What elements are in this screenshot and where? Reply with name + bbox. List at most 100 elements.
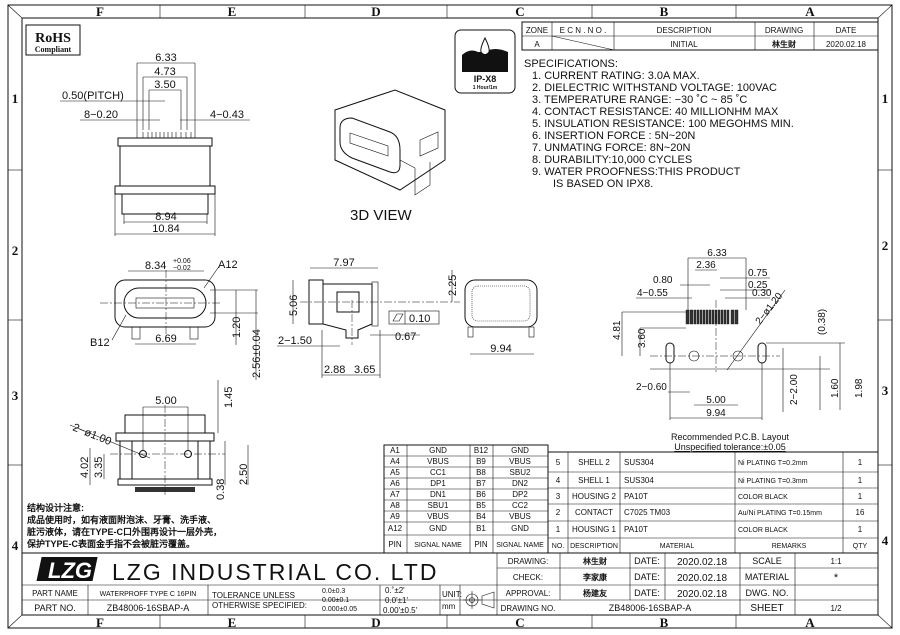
spec-item: 6. INSERTION FORCE : 5N~20N <box>532 130 695 142</box>
signal-name: VBUS <box>509 457 531 466</box>
date-label: DATE: <box>634 556 660 566</box>
item-no: 1 <box>556 525 561 534</box>
pin-id: B8 <box>476 468 486 477</box>
pcb-layout: 6.33 2.36 0.80 0.75 0.25 0.30 4−0.55 2−ø… <box>612 248 865 452</box>
tolerance-linear: 0.00±0.1 <box>322 597 349 604</box>
projection-symbol-icon <box>463 591 495 609</box>
water-drop-icon <box>480 36 490 55</box>
dim-tolerance: −0.02 <box>173 265 191 272</box>
pin-label-a12: A12 <box>218 259 238 271</box>
item-remarks: Ni PLATING T=0.3mm <box>738 478 808 485</box>
rev-header-drawing: DRAWING <box>765 26 803 35</box>
scale-label: SCALE <box>752 556 782 566</box>
signal-name: VBUS <box>427 512 449 521</box>
note-line: 保护TYPE-C表面金手指不会被脏污覆盖。 <box>26 538 195 549</box>
ip-badge-subtitle: 1 Hour/1m <box>473 85 498 91</box>
sheet-label: SHEET <box>750 603 783 614</box>
pin-id: B7 <box>476 479 486 488</box>
zone-col-e: E <box>228 615 237 630</box>
unit-label: UNIT: <box>442 590 462 599</box>
zone-col-d: D <box>371 4 380 19</box>
dim-label: 8−0.20 <box>84 109 118 121</box>
rev-zone: A <box>534 40 540 49</box>
item-material: SUS304 <box>624 458 654 467</box>
note-line: 脏污液体，请在TYPE-C口外围再设计一层外壳， <box>27 526 222 537</box>
item-no: 5 <box>556 458 561 467</box>
dim-label: 2.25 <box>447 275 459 296</box>
signal-name: GND <box>511 524 529 533</box>
dim-label: 6.33 <box>155 52 176 64</box>
dim-label: 4.02 <box>79 457 91 478</box>
pin-id: B4 <box>476 512 486 521</box>
zone-row-1: 1 <box>12 91 19 106</box>
zone-labels-bottom: F E D C B A <box>96 615 815 630</box>
zone-col-d: D <box>371 615 380 630</box>
dim-label: 0.30 <box>752 288 772 299</box>
spec-title: SPECIFICATIONS: <box>524 58 618 70</box>
drawing-by: 林生财 <box>583 556 607 566</box>
dim-label: 9.94 <box>490 343 511 355</box>
rev-header-description: DESCRIPTION <box>657 26 712 35</box>
date-label: DATE: <box>634 572 660 582</box>
dim-label: 2−0.60 <box>636 382 667 393</box>
zone-row-1: 1 <box>882 91 889 106</box>
signal-name: VBUS <box>509 512 531 521</box>
revision-block: ZONE E C N . N O . DESCRIPTION DRAWING D… <box>521 21 879 51</box>
zone-col-e: E <box>228 4 237 19</box>
tolerance-label: OTHERWISE SPECIFIED: <box>212 601 307 610</box>
bom-header: QTY <box>853 543 868 550</box>
dim-label: 3.50 <box>154 79 175 91</box>
zone-labels-sides: 1 2 3 4 1 2 3 4 <box>12 91 889 553</box>
item-qty: 1 <box>858 492 863 501</box>
item-remarks: Ni PLATING T=0.2mm <box>738 460 808 467</box>
spec-item: 2. DIELECTRIC WITHSTAND VOLTAGE: 100VAC <box>532 82 777 94</box>
dim-label: 5.00 <box>706 395 726 406</box>
rohs-title: RoHS <box>35 31 71 46</box>
notes-title: 结构设计注意: <box>27 502 84 513</box>
tolerance-angular: 0.00'±0.5' <box>383 606 418 615</box>
tolerance-linear: 0.0±0.3 <box>322 588 345 595</box>
item-qty: 1 <box>858 476 863 485</box>
flatness-callout: 0.10 <box>388 310 440 325</box>
zone-row-4: 4 <box>882 533 889 548</box>
spec-item: 4. CONTACT RESISTANCE: 40 MILLIONHM MAX <box>532 106 779 118</box>
lzg-logo: LZG <box>36 557 98 583</box>
signal-name: DN2 <box>512 479 529 488</box>
pin-header: PIN <box>474 540 488 549</box>
signal-name: CC1 <box>430 468 447 477</box>
rev-header-date: DATE <box>836 26 857 35</box>
item-no: 4 <box>556 476 561 485</box>
zone-col-b: B <box>660 615 669 630</box>
note-line: 成品使用时，如有液面附泡沫、牙膏、洗手液、 <box>27 514 216 525</box>
zone-col-c: C <box>515 4 524 19</box>
dim-label: 10.84 <box>152 223 180 235</box>
rev-drawing: 林生财 <box>772 39 796 49</box>
tolerance-label: TOLERANCE UNLESS <box>212 591 295 600</box>
title-block: LZG LZG INDUSTRIAL CO. LTD PART NAME WAT… <box>21 552 879 616</box>
spec-item: 9. WATER PROOFNESS:THIS PRODUCT <box>532 166 741 178</box>
spec-item: 7. UNMATING FORCE: 8N~20N <box>532 142 690 154</box>
drawing-date: 2020.02.18 <box>677 557 727 568</box>
top-view: 6.33 4.73 3.50 0.50(PITCH) 8−0.20 4−0.43… <box>60 52 250 236</box>
bom-header: DESCRIPTION <box>570 543 618 550</box>
tolerance-angular: 0.˚±2' <box>385 586 405 595</box>
zone-col-a: A <box>805 615 815 630</box>
bom-header: REMARKS <box>772 543 807 550</box>
pcb-tolerance-note: Unspecified tolerance:±0.05 <box>674 442 786 452</box>
item-description: SHELL 2 <box>578 458 610 467</box>
bom-header: NO. <box>552 543 565 550</box>
dim-label: 6.33 <box>707 248 727 259</box>
dim-label: 2.50 <box>238 464 250 485</box>
dim-label: 6.69 <box>155 333 176 345</box>
signal-name: GND <box>429 446 447 455</box>
pin-id: A1 <box>390 446 400 455</box>
flatness-icon <box>392 313 404 322</box>
